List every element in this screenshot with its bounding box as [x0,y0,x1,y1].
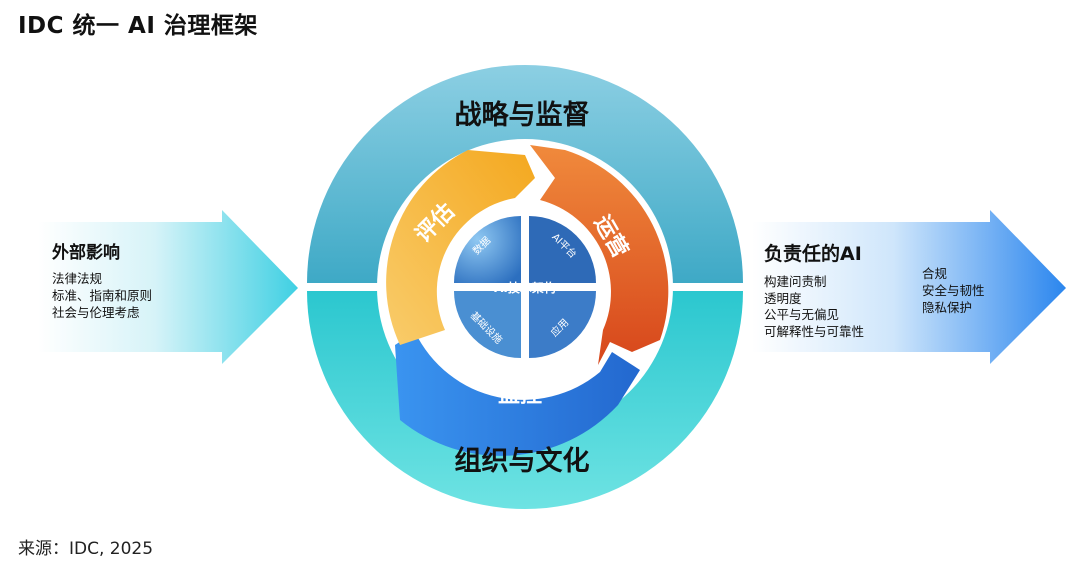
core-quadrant-applications [529,291,596,358]
responsible-ai-item: 可解释性与可靠性 [764,324,865,340]
responsible-ai-item: 隐私保护 [922,299,973,315]
external-influences-block: 外部影响 法律法规 标准、指南和原则 社会与伦理考虑 [52,242,152,322]
strategy-oversight-label: 战略与监督 [455,99,590,131]
organization-culture-label: 组织与文化 [455,445,590,477]
responsible-ai-heading: 负责任的AI [764,243,862,265]
assess-segment [386,150,535,345]
page-title: IDC 统一 AI 治理框架 [18,13,258,39]
responsible-ai-block: 负责任的AI 构建问责制 透明度 公平与无偏见 可解释性与可靠性 [764,242,864,341]
responsible-ai-item: 透明度 [764,290,802,306]
external-influence-item: 法律法规 [52,270,103,286]
responsible-ai-arrow [752,210,1066,364]
external-influence-item: 标准、指南和原则 [52,287,153,303]
monitor-label: 监控 [498,382,542,408]
external-influence-item: 社会与伦理考虑 [52,304,140,320]
ai-tech-architecture-core [454,216,596,358]
responsible-ai-item: 安全与韧性 [922,282,985,298]
external-influences-heading: 外部影响 [52,243,120,263]
core-quadrant-data [454,216,521,283]
core-center-label: AI技术架构 [494,280,556,295]
core-quadrant-infrastructure [454,291,521,358]
operate-segment [530,145,669,365]
monitor-segment [395,332,640,456]
source-note: 来源：IDC, 2025 [18,539,154,559]
responsible-ai-item: 合规 [922,266,948,281]
core-quadrant-ai-platform [529,216,596,283]
responsible-ai-item: 构建问责制 [764,273,827,289]
responsible-ai-block-2: 合规 安全与韧性 隐私保护 [922,266,985,317]
external-influence-arrow [38,210,298,364]
responsible-ai-item: 公平与无偏见 [764,307,840,323]
